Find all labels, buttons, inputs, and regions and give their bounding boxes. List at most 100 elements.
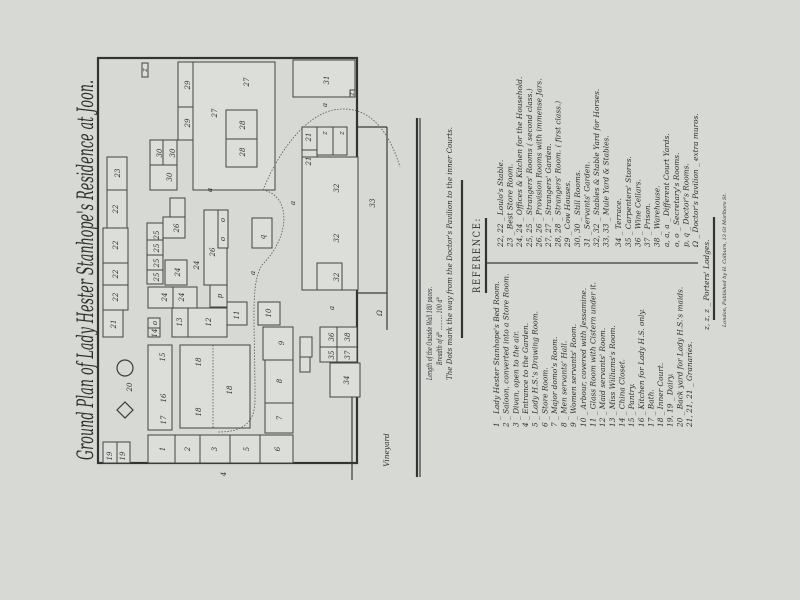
- reference-item: 18 _ Inner Court.: [656, 363, 665, 427]
- room-number-label: a: [289, 201, 297, 205]
- room-10: [179, 344, 251, 429]
- reference-item: 2 _ Saloon, converted into a Store Room.: [502, 274, 511, 428]
- reference-item: 37 _ Prison.: [643, 203, 652, 247]
- reference-item: 20 _ Back yard for Lady H.S.'s maids.: [675, 287, 684, 428]
- floor-plan: [96, 56, 716, 480]
- room-19: [257, 301, 281, 326]
- room-number-label: 25: [153, 272, 161, 282]
- room-number-label: 19: [106, 451, 114, 460]
- reference-item: 38 _ Warehouse.: [653, 185, 662, 247]
- room-number-label: 30: [156, 148, 164, 157]
- room-number-label: 29: [184, 118, 192, 128]
- room-32: [164, 259, 188, 286]
- room-9: [147, 344, 173, 431]
- reference-item: a, a, a _ Different Court Yards.: [662, 133, 671, 247]
- reference-item: 3 _ Divan, open to the air.: [511, 331, 520, 427]
- fountain-diamond: [116, 401, 134, 419]
- room-number-label: 27: [243, 77, 251, 87]
- room-8: [141, 62, 149, 78]
- reference-item: o, o _ Secretary's Rooms.: [672, 153, 681, 247]
- reference-item: 23 _ Best Store Room.: [506, 164, 515, 248]
- room-number-label: 25: [153, 258, 161, 268]
- room-number-label: a: [206, 188, 214, 192]
- room-number-label: 38: [344, 332, 352, 341]
- room-3: [102, 284, 129, 311]
- reference-item: 15 _ Pantry.: [627, 383, 636, 427]
- room-number-label: 25: [153, 243, 161, 253]
- reference-item: 22, 22 _ Loulo's Stable.: [496, 160, 505, 248]
- room-11: [147, 434, 176, 464]
- room-number-label: o: [219, 237, 227, 241]
- room-37: [251, 217, 273, 249]
- room-number-label: o: [219, 218, 227, 222]
- room-number-label: 30: [169, 148, 177, 157]
- room-24: [147, 317, 161, 329]
- reference-heading: REFERENCE:: [472, 217, 483, 293]
- room-number-label: 13: [176, 317, 184, 326]
- reference-item: 27, 27 _ Strangers' Garden.: [544, 143, 553, 248]
- reference-item: 5 _ Lady H.S.'s Drawing Room.: [531, 311, 540, 427]
- reference-item: 14 _ China Closet.: [617, 359, 626, 427]
- room-number-label: Ω: [376, 310, 384, 317]
- reference-item: 21, 21, 21 _ Granaries.: [685, 342, 694, 428]
- publisher-imprint: London, Published by H. Colburn, 13 Gt M…: [722, 193, 728, 328]
- room-34: [169, 197, 186, 218]
- room-number-label: 25: [153, 230, 161, 240]
- room-number-label: 21: [305, 157, 313, 167]
- room-12: [174, 434, 201, 464]
- room-14: [229, 434, 261, 464]
- reference-item: 30, 30 _ Still Rooms.: [573, 170, 582, 247]
- room-number-label: 22: [112, 292, 120, 302]
- room-number-label: 23: [114, 168, 122, 178]
- room-number-label: 26: [209, 247, 217, 257]
- reference-item: 19, 19 _ Dairy.: [666, 373, 675, 427]
- room-40: [162, 139, 178, 166]
- room-number-label: 7: [276, 415, 284, 420]
- room-16: [264, 402, 294, 434]
- reference-item: 16 _ Kitchen for Lady H.S. only.: [637, 309, 646, 427]
- room-number-label: 22: [112, 204, 120, 214]
- room-number-label: 4: [220, 472, 228, 477]
- room-number-label: 16: [160, 393, 168, 402]
- room-number-label: 24: [178, 293, 186, 303]
- reference-item: 4 _ Entrance to the Garden.: [521, 323, 530, 428]
- room-15: [259, 434, 294, 464]
- room-number-label: 10: [265, 308, 273, 317]
- room-number-label: q: [259, 234, 267, 239]
- reference-item: 9 _ Women servants' Room.: [569, 324, 578, 427]
- reference-item: 29 _ Cow Houses.: [563, 180, 572, 248]
- reference-item: 11 _ Glass Room with Cistern under it.: [589, 282, 598, 427]
- room-number-label: 1: [159, 447, 167, 451]
- reference-item: 10 _ Arbour, covered with Jessamine.: [579, 288, 588, 427]
- plan-title: Ground Plan of Lady Hester Stanhope's Re…: [74, 80, 99, 460]
- room-number-label: a: [328, 306, 336, 310]
- doctor-path-dots-outer: [262, 108, 401, 191]
- room-57: [336, 346, 358, 363]
- room-7: [106, 156, 128, 191]
- room-number-label: 28: [239, 120, 247, 130]
- room-number-label: 18: [195, 407, 203, 416]
- dots-explanation: The Dots mark the way from the Doctor's …: [445, 127, 454, 380]
- room-number-label: 14: [151, 329, 159, 338]
- room-number-label: 24: [174, 268, 182, 278]
- reference-item: Ω _ Doctor's Pavilion _ extra muros.: [691, 113, 700, 248]
- reference-item: 26, 26 _ Provision Rooms with immense Ja…: [534, 78, 543, 248]
- room-21: [187, 307, 228, 338]
- room-26: [172, 286, 198, 309]
- room-number-label: 28: [239, 147, 247, 157]
- reference-item: 33, 33 _ Mule Yard & Stables.: [602, 135, 611, 247]
- room-number-label: 22: [112, 269, 120, 279]
- reference-item: 1 _ Lady Hester Stanhope's Bed Room.: [492, 281, 501, 427]
- vineyard-label: Vineyard: [382, 433, 391, 467]
- reference-item: 12 _ Maid servants' Room.: [598, 328, 607, 427]
- reference-item: 34 _ Terrace.: [614, 198, 623, 247]
- reference-item: 24, 24 _ Offices & Kitchen for the House…: [515, 77, 524, 248]
- outside-wall-length: Length of the Outside Wall 180 paces.: [425, 287, 434, 381]
- room-number-label: 12: [205, 317, 213, 326]
- reference-item: 7 _ Major domo's Room.: [550, 337, 559, 427]
- room-18: [262, 326, 294, 361]
- room-number-label: 19: [119, 451, 127, 460]
- reference-item: 28, 28 _ Strangers' Room. ( first class.…: [554, 101, 563, 248]
